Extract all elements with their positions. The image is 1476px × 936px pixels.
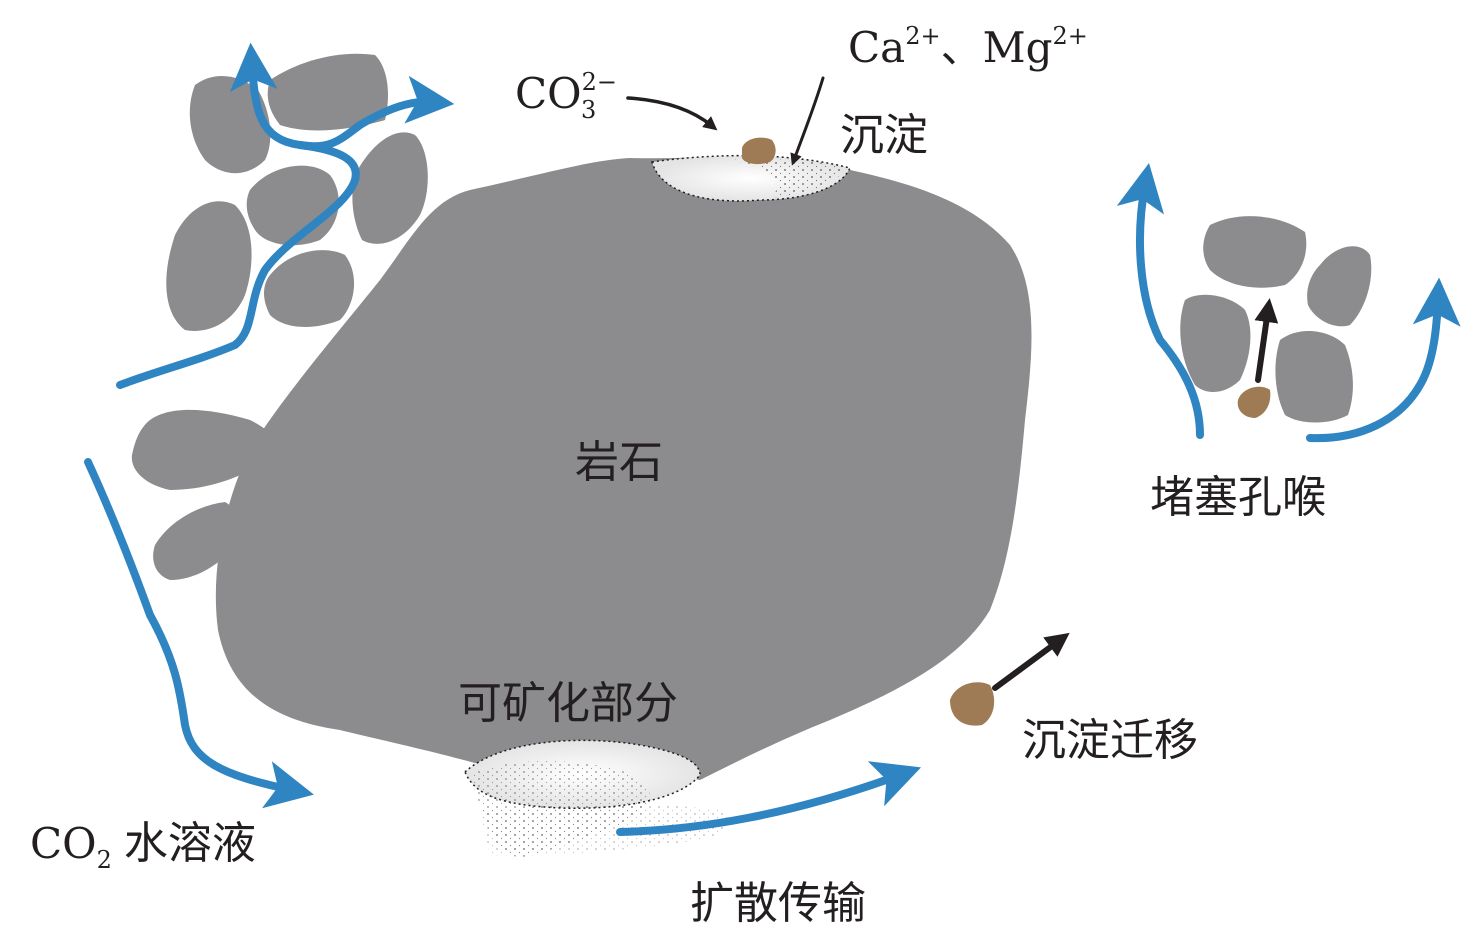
pebble-cluster-top-left xyxy=(166,53,428,331)
carbonate-subscript: 3 xyxy=(581,96,596,124)
clogging-label: 堵塞孔喉 xyxy=(1150,472,1326,523)
clogging-arrow xyxy=(1254,298,1279,383)
precipitate-particle-clogging xyxy=(1237,386,1271,418)
co2-prefix: CO xyxy=(30,819,97,868)
flow-path-right-b xyxy=(1306,277,1461,443)
precipitation-zone-top-dots xyxy=(730,159,848,198)
flow-path-lower-left xyxy=(84,458,314,809)
pebble xyxy=(189,75,271,174)
pebble-cluster-bottom-left xyxy=(131,409,275,580)
ca-text: Ca xyxy=(848,23,905,72)
pebble xyxy=(267,53,388,131)
migration-label: 沉淀迁移 xyxy=(1022,715,1198,766)
diffusion-label: 扩散传输 xyxy=(690,878,866,929)
diffusion-dots xyxy=(480,804,731,856)
carbonate-base: CO xyxy=(515,69,582,118)
co2-solution-text: 水溶液 xyxy=(124,818,256,869)
flow-path-branch xyxy=(296,75,455,151)
pebble-cluster-right xyxy=(1180,216,1372,423)
pebble xyxy=(264,250,355,327)
pebble xyxy=(246,165,339,246)
flow-path-diffusion xyxy=(616,761,922,836)
carbonate-label: CO2−3 xyxy=(515,68,617,124)
co2-subscript: 2 xyxy=(97,846,112,874)
co2-solution-label: CO2 水溶液 xyxy=(30,818,256,874)
flow-path-right-a xyxy=(1116,162,1204,439)
rock-label: 岩石 xyxy=(575,437,663,488)
pebble xyxy=(1307,246,1372,327)
mineralizable-label: 可矿化部分 xyxy=(458,678,678,729)
cation-arrow xyxy=(790,76,825,166)
pebble xyxy=(131,409,275,490)
precipitation-label: 沉淀 xyxy=(840,110,928,161)
pebble xyxy=(352,132,428,244)
cations-label: Ca2+、Mg2+ xyxy=(848,22,1088,72)
pebble xyxy=(1275,330,1353,423)
pebble xyxy=(153,502,239,580)
pebble xyxy=(1180,294,1251,392)
main-rock xyxy=(215,157,1032,781)
migration-arrow xyxy=(992,632,1070,691)
black-arrows xyxy=(626,76,1279,691)
carbonate-arrow xyxy=(626,96,718,131)
separator-text: 、 xyxy=(941,23,983,72)
pebble xyxy=(166,201,252,331)
precipitate-particle-migrating xyxy=(950,682,995,726)
precipitate-particle-top xyxy=(742,137,776,165)
mg-text: Mg xyxy=(983,23,1053,72)
flow-arrows xyxy=(84,42,1461,836)
pebble xyxy=(1203,216,1307,288)
mg-superscript: 2+ xyxy=(1052,22,1087,50)
ca-superscript: 2+ xyxy=(905,22,940,50)
flow-path-upper xyxy=(116,42,360,389)
carbonate-superscript: 2− xyxy=(582,68,617,96)
